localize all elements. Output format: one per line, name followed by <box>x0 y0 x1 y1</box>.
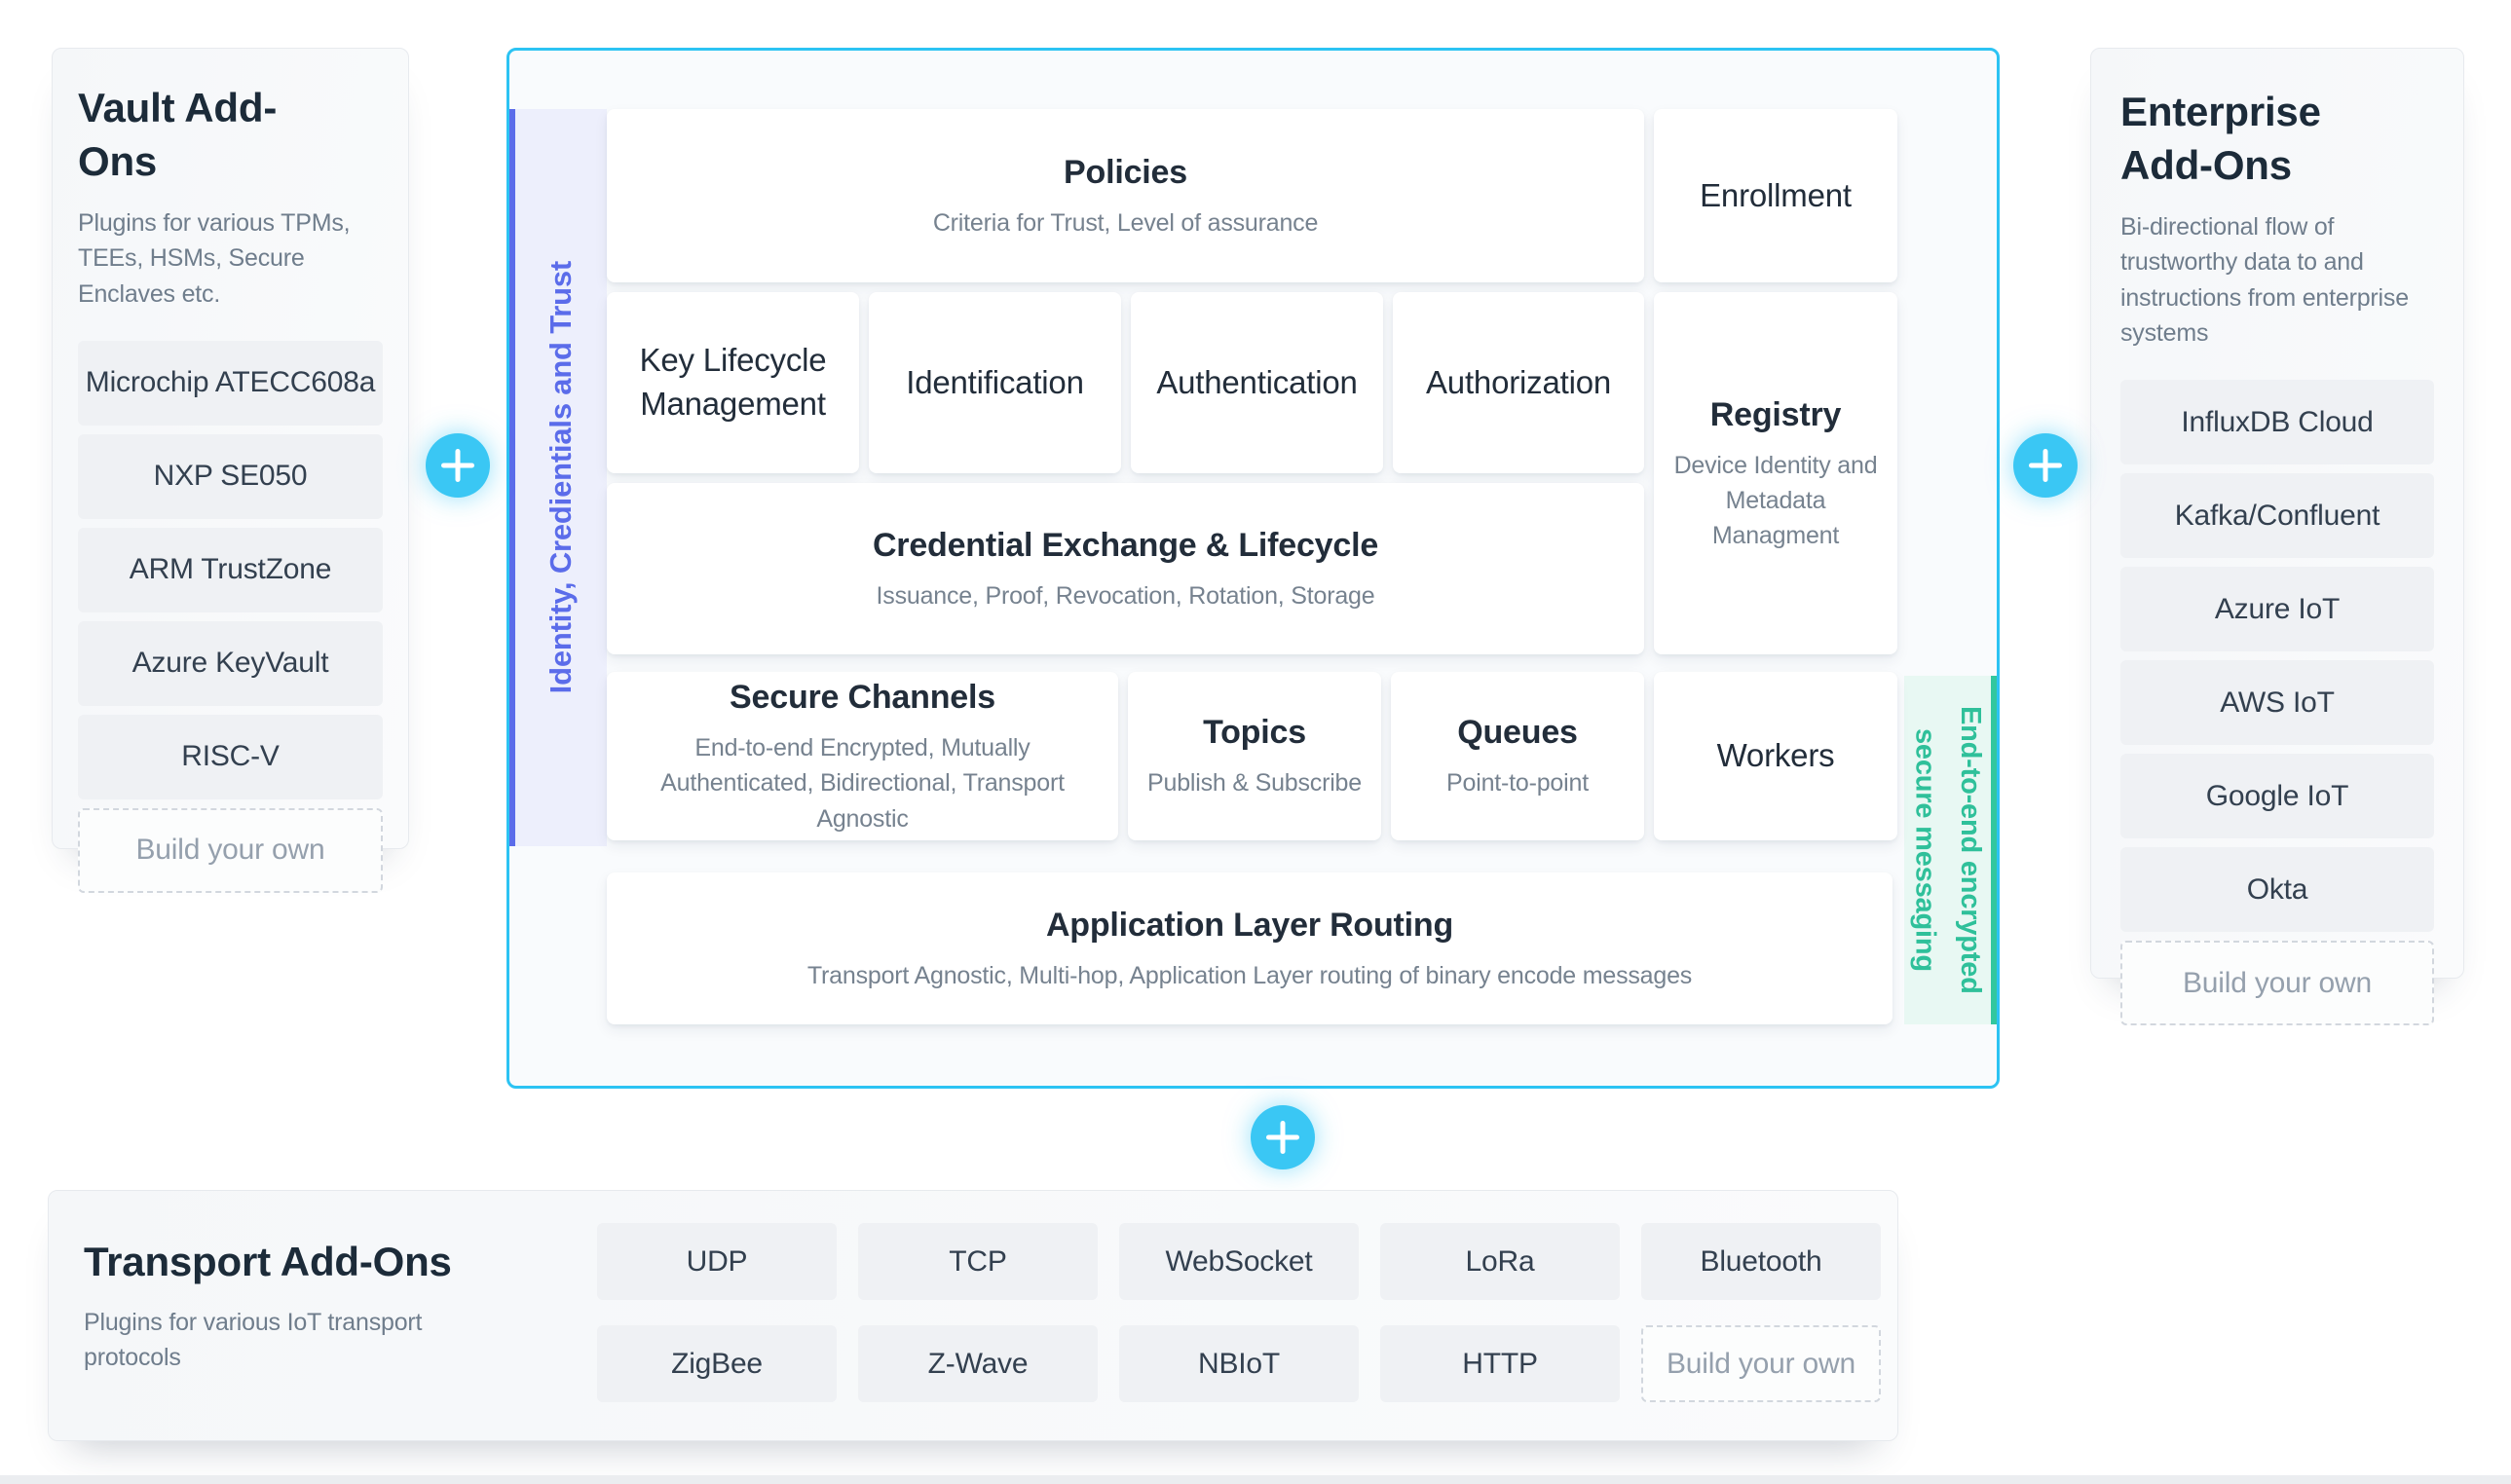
transport-item-tcp[interactable]: TCP <box>858 1223 1098 1300</box>
identification-label: Identification <box>906 363 1084 400</box>
vault-panel-title: Vault Add-Ons <box>78 85 278 184</box>
enterprise-panel-subtitle: Bi-directional flow of trustworthy data … <box>2120 213 2409 347</box>
enterprise-item-influxdb[interactable]: InfluxDB Cloud <box>2120 380 2434 465</box>
identity-strip-label: Identity, Credientials and Trust <box>543 261 578 694</box>
topics-title: Topics <box>1203 714 1306 752</box>
transport-item-websocket[interactable]: WebSocket <box>1119 1223 1359 1300</box>
key-lifecycle-management-card: Key Lifecycle Management <box>607 292 859 473</box>
policies-title: Policies <box>1064 153 1187 191</box>
topics-card: Topics Publish & Subscribe <box>1128 672 1381 840</box>
queues-card: Queues Point-to-point <box>1391 672 1644 840</box>
transport-items-grid: UDP TCP WebSocket LoRa Bluetooth ZigBee … <box>597 1223 1881 1402</box>
vault-build-your-own-button[interactable]: Build your own <box>78 807 383 893</box>
vault-item-microchip[interactable]: Microchip ATECC608a <box>78 340 383 426</box>
vault-item-riscv[interactable]: RISC-V <box>78 714 383 799</box>
workers-card: Workers <box>1654 672 1897 840</box>
topics-subtitle: Publish & Subscribe <box>1147 769 1362 798</box>
add-vault-plugin-button[interactable] <box>426 433 490 498</box>
registry-card: Registry Device Identity and Metadata Ma… <box>1654 292 1897 654</box>
transport-item-http[interactable]: HTTP <box>1380 1325 1620 1402</box>
authorization-label: Authorization <box>1425 363 1612 400</box>
credential-exchange-subtitle: Issuance, Proof, Revocation, Rotation, S… <box>876 581 1375 610</box>
application-layer-routing-title: Application Layer Routing <box>1045 906 1454 944</box>
enterprise-item-okta[interactable]: Okta <box>2120 847 2434 933</box>
bottom-edge-strip <box>0 1475 2511 1484</box>
enterprise-addons-panel: Enterprise Add-Ons Bi-directional flow o… <box>2090 48 2464 1026</box>
transport-panel-subtitle: Plugins for various IoT transport protoc… <box>84 1308 423 1371</box>
vault-item-azure-keyvault[interactable]: Azure KeyVault <box>78 620 383 706</box>
policies-subtitle: Criteria for Trust, Level of assurance <box>932 208 1319 237</box>
enterprise-build-your-own-button[interactable]: Build your own <box>2120 941 2434 1026</box>
end-to-end-encrypted-strip: End-to-end encrypted secure messaging <box>1904 676 1997 1024</box>
transport-addons-panel: Transport Add-Ons Plugins for various Io… <box>48 1190 1898 1441</box>
transport-item-lora[interactable]: LoRa <box>1380 1223 1620 1300</box>
vault-panel-subtitle: Plugins for various TPMs, TEEs, HSMs, Se… <box>78 209 351 308</box>
credential-exchange-card: Credential Exchange & Lifecycle Issuance… <box>607 483 1644 654</box>
identity-credentials-trust-strip: Identity, Credientials and Trust <box>509 109 607 846</box>
enterprise-item-google-iot[interactable]: Google IoT <box>2120 754 2434 839</box>
secure-channels-subtitle: End-to-end Encrypted, Mutually Authentic… <box>660 734 1065 833</box>
policies-card: Policies Criteria for Trust, Level of as… <box>607 109 1644 282</box>
enterprise-item-azure-iot[interactable]: Azure IoT <box>2120 567 2434 652</box>
enrollment-title: Enrollment <box>1700 176 1852 213</box>
authorization-card: Authorization <box>1393 292 1644 473</box>
application-layer-routing-card: Application Layer Routing Transport Agno… <box>607 872 1893 1024</box>
vault-item-arm[interactable]: ARM TrustZone <box>78 527 383 612</box>
secure-channels-card: Secure Channels End-to-end Encrypted, Mu… <box>607 672 1118 840</box>
transport-panel-title: Transport Add-Ons <box>84 1239 452 1284</box>
queues-subtitle: Point-to-point <box>1446 769 1589 798</box>
transport-item-bluetooth[interactable]: Bluetooth <box>1641 1223 1881 1300</box>
transport-item-zwave[interactable]: Z-Wave <box>858 1325 1098 1402</box>
transport-item-udp[interactable]: UDP <box>597 1223 837 1300</box>
secure-channels-title: Secure Channels <box>730 679 995 717</box>
secure-strip-label: End-to-end encrypted secure messaging <box>1909 706 1986 994</box>
registry-title: Registry <box>1709 395 1842 433</box>
transport-panel-head: Transport Add-Ons Plugins for various Io… <box>84 1236 542 1375</box>
identification-card: Identification <box>869 292 1121 473</box>
queues-title: Queues <box>1457 714 1578 752</box>
enterprise-item-kafka[interactable]: Kafka/Confluent <box>2120 473 2434 559</box>
authentication-card: Authentication <box>1131 292 1383 473</box>
transport-item-zigbee[interactable]: ZigBee <box>597 1325 837 1402</box>
add-transport-plugin-button[interactable] <box>1251 1105 1315 1169</box>
add-enterprise-plugin-button[interactable] <box>2013 433 2078 498</box>
vault-addons-panel: Vault Add-Ons Plugins for various TPMs, … <box>52 48 409 893</box>
enrollment-card: Enrollment <box>1654 109 1897 282</box>
enterprise-item-aws-iot[interactable]: AWS IoT <box>2120 660 2434 746</box>
credential-exchange-title: Credential Exchange & Lifecycle <box>872 526 1379 564</box>
registry-subtitle: Device Identity and Metadata Managment <box>1673 451 1878 550</box>
workers-label: Workers <box>1716 737 1835 774</box>
core-architecture-diagram: Identity, Credientials and Trust End-to-… <box>506 48 2000 1089</box>
transport-item-nbiot[interactable]: NBIoT <box>1119 1325 1359 1402</box>
authentication-label: Authentication <box>1156 363 1358 400</box>
application-layer-routing-subtitle: Transport Agnostic, Multi-hop, Applicati… <box>806 961 1693 989</box>
transport-build-your-own-button[interactable]: Build your own <box>1641 1325 1881 1402</box>
enterprise-panel-title: Enterprise Add-Ons <box>2120 89 2321 188</box>
vault-item-nxp[interactable]: NXP SE050 <box>78 433 383 519</box>
key-lifecycle-management-label: Key Lifecycle Management <box>639 342 827 422</box>
